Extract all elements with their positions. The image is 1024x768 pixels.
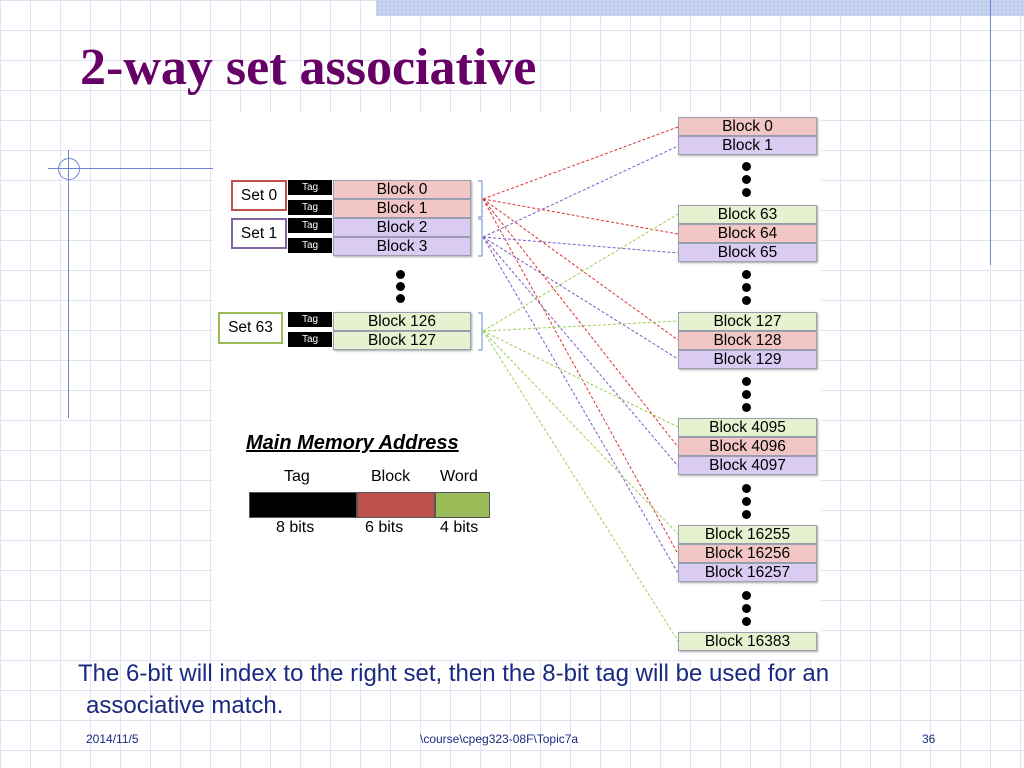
- ellipsis-dot: [396, 270, 405, 279]
- cache-block: Block 1: [333, 199, 471, 218]
- decor-line-left: [68, 150, 69, 418]
- set-0-label: Set 0: [231, 180, 287, 211]
- set-63-label: Set 63: [218, 312, 283, 344]
- cache-block: Block 3: [333, 237, 471, 256]
- memory-block: Block 65: [678, 243, 817, 262]
- block-field-bits: 6 bits: [365, 519, 404, 536]
- memory-block: Block 4095: [678, 418, 817, 437]
- memory-block: Block 16255: [678, 525, 817, 544]
- ellipsis-dot: [742, 283, 751, 292]
- memory-block: Block 16257: [678, 563, 817, 582]
- memory-block: Block 129: [678, 350, 817, 369]
- tag-slot: Tag: [288, 200, 332, 215]
- slide-title: 2-way set associative: [80, 39, 537, 96]
- cache-block: Block 0: [333, 180, 471, 199]
- tag-slot: Tag: [288, 180, 332, 195]
- block-field-bar: [357, 492, 435, 518]
- ellipsis-dot: [742, 162, 751, 171]
- cache-block: Block 127: [333, 331, 471, 350]
- cache-block: Block 2: [333, 218, 471, 237]
- memory-block: Block 63: [678, 205, 817, 224]
- memory-block: Block 16256: [678, 544, 817, 563]
- tag-field-bar: [249, 492, 357, 518]
- tag-slot: Tag: [288, 218, 332, 233]
- top-decor-bar: [376, 0, 1024, 16]
- word-field-label: Word: [440, 468, 478, 485]
- ellipsis-dot: [742, 296, 751, 305]
- word-field-bar: [435, 492, 490, 518]
- ellipsis-dot: [396, 282, 405, 291]
- slide-caption: The 6-bit will index to the right set, t…: [78, 658, 1008, 722]
- memory-block: Block 4097: [678, 456, 817, 475]
- ellipsis-dot: [742, 591, 751, 600]
- word-field-bits: 4 bits: [440, 519, 479, 536]
- ellipsis-dot: [742, 188, 751, 197]
- footer-path: \course\cpeg323-08F\Topic7a: [420, 732, 579, 746]
- ellipsis-dot: [742, 510, 751, 519]
- tag-field-bits: 8 bits: [276, 519, 315, 536]
- set-1-label: Set 1: [231, 218, 287, 249]
- tag-slot: Tag: [288, 238, 332, 253]
- ellipsis-dot: [396, 294, 405, 303]
- tag-slot: Tag: [288, 332, 332, 347]
- caption-line-1: The 6-bit will index to the right set, t…: [78, 660, 830, 687]
- decor-line-right: [990, 0, 991, 265]
- ellipsis-dot: [742, 484, 751, 493]
- caption-line-2: associative match.: [86, 692, 284, 719]
- address-title: Main Memory Address: [246, 432, 459, 454]
- ellipsis-dot: [742, 270, 751, 279]
- memory-block: Block 64: [678, 224, 817, 243]
- ellipsis-dot: [742, 377, 751, 386]
- cache-block: Block 126: [333, 312, 471, 331]
- memory-block: Block 128: [678, 331, 817, 350]
- memory-block: Block 4096: [678, 437, 817, 456]
- block-field-label: Block: [371, 468, 411, 485]
- tag-slot: Tag: [288, 312, 332, 327]
- memory-block: Block 1: [678, 136, 817, 155]
- ellipsis-dot: [742, 403, 751, 412]
- ellipsis-dot: [742, 604, 751, 613]
- ellipsis-dot: [742, 390, 751, 399]
- memory-block: Block 16383: [678, 632, 817, 651]
- tag-field-label: Tag: [284, 468, 310, 485]
- memory-block: Block 0: [678, 117, 817, 136]
- ellipsis-dot: [742, 617, 751, 626]
- decor-circle: [58, 158, 80, 180]
- ellipsis-dot: [742, 175, 751, 184]
- footer-date: 2014/11/5: [86, 732, 139, 746]
- page-number: 36: [922, 732, 936, 746]
- ellipsis-dot: [742, 497, 751, 506]
- memory-block: Block 127: [678, 312, 817, 331]
- decor-line-horizontal: [48, 168, 218, 169]
